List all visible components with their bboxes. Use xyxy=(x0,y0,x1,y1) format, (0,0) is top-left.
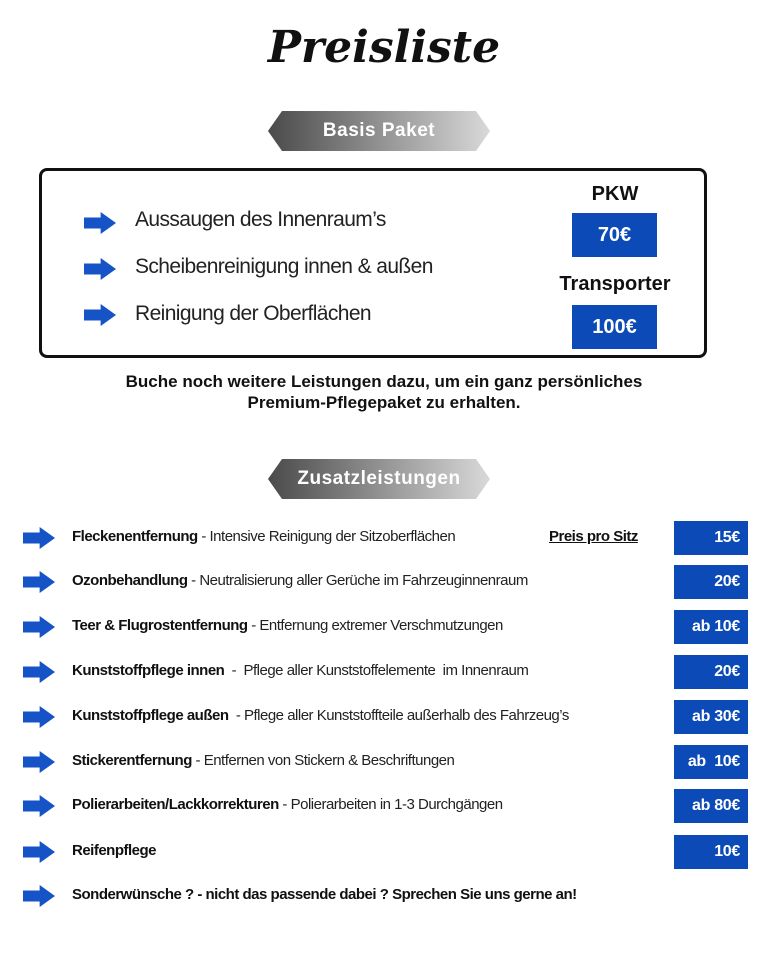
service-price: ab 10€ xyxy=(674,745,748,779)
arrow-right-icon xyxy=(23,706,55,728)
service-price: 20€ xyxy=(674,565,748,599)
service-price: 20€ xyxy=(674,655,748,689)
page-title: Preisliste xyxy=(267,22,501,73)
basis-item: Aussaugen des Innenraum’s xyxy=(135,208,386,231)
service-name: Kunststoffpflege innen xyxy=(72,662,225,679)
service-price: 10€ xyxy=(674,835,748,869)
arrow-right-icon xyxy=(84,212,116,234)
list-item: Ozonbehandlung - Neutralisierung aller G… xyxy=(0,564,768,600)
service-price: ab 30€ xyxy=(674,700,748,734)
service-price: ab 10€ xyxy=(674,610,748,644)
preis-pro-sitz-note: Preis pro Sitz xyxy=(549,528,638,545)
service-desc: - Polierarbeiten in 1-3 Durchgängen xyxy=(278,796,503,813)
arrow-right-icon xyxy=(23,661,55,683)
pkw-price: 70€ xyxy=(572,213,657,257)
list-item: Reifenpflege 10€ xyxy=(0,834,768,870)
service-desc: - Entfernung extremer Verschmutzungen xyxy=(247,617,503,634)
list-item: Sonderwünsche ? - nicht das passende dab… xyxy=(0,878,768,914)
service-name: Teer & Flugrostentfernung xyxy=(72,617,248,634)
service-desc: - Neutralisierung aller Gerüche im Fahrz… xyxy=(187,572,528,589)
service-desc: - Entfernen von Stickern & Beschriftunge… xyxy=(191,752,455,769)
zusatzleistungen-heading: Zusatzleistungen xyxy=(268,459,490,499)
basis-item: Reinigung der Oberflächen xyxy=(135,302,372,325)
service-name: Reifenpflege xyxy=(72,842,157,859)
transporter-label: Transporter xyxy=(559,273,671,295)
arrow-right-icon xyxy=(23,885,55,907)
list-item: Kunststoffpflege außen - Pflege aller Ku… xyxy=(0,699,768,735)
service-desc: - Pflege aller Kunststoffelemente im Inn… xyxy=(224,662,529,679)
pkw-label: PKW xyxy=(591,183,639,205)
list-item: Teer & Flugrostentfernung - Entfernung e… xyxy=(0,609,768,645)
service-name: Kunststoffpflege außen xyxy=(72,707,229,724)
service-desc: - Intensive Reinigung der Sitzoberfläche… xyxy=(197,528,456,545)
list-item: Stickerentfernung - Entfernen von Sticke… xyxy=(0,744,768,780)
transporter-price: 100€ xyxy=(572,305,657,349)
arrow-right-icon xyxy=(23,571,55,593)
upsell-note-line1: Buche noch weitere Leistungen dazu, um e… xyxy=(125,372,643,391)
service-desc: - Pflege aller Kunststoffteile außerhalb… xyxy=(228,707,570,724)
basis-item: Scheibenreinigung innen & außen xyxy=(135,255,433,278)
service-price: 15€ xyxy=(674,521,748,555)
arrow-right-icon xyxy=(84,258,116,280)
arrow-right-icon xyxy=(23,616,55,638)
service-price: ab 80€ xyxy=(674,789,748,823)
special-requests-text: Sonderwünsche ? - nicht das passende dab… xyxy=(72,886,577,903)
list-item: Kunststoffpflege innen - Pflege aller Ku… xyxy=(0,654,768,690)
service-name: Polierarbeiten/Lackkorrekturen xyxy=(72,796,279,813)
service-name: Stickerentfernung xyxy=(72,752,192,769)
arrow-right-icon xyxy=(23,841,55,863)
arrow-right-icon xyxy=(84,304,116,326)
basis-paket-box xyxy=(39,168,707,358)
arrow-right-icon xyxy=(23,751,55,773)
list-item: Fleckenentfernung - Intensive Reinigung … xyxy=(0,520,768,556)
upsell-note: Buche noch weitere Leistungen dazu, um e… xyxy=(0,371,768,413)
basis-paket-heading: Basis Paket xyxy=(268,111,490,151)
service-name: Ozonbehandlung xyxy=(72,572,188,589)
arrow-right-icon xyxy=(23,795,55,817)
upsell-note-line2: Premium-Pflegepaket zu erhalten. xyxy=(247,393,521,412)
arrow-right-icon xyxy=(23,527,55,549)
list-item: Polierarbeiten/Lackkorrekturen - Poliera… xyxy=(0,788,768,824)
service-name: Fleckenentfernung xyxy=(72,528,198,545)
